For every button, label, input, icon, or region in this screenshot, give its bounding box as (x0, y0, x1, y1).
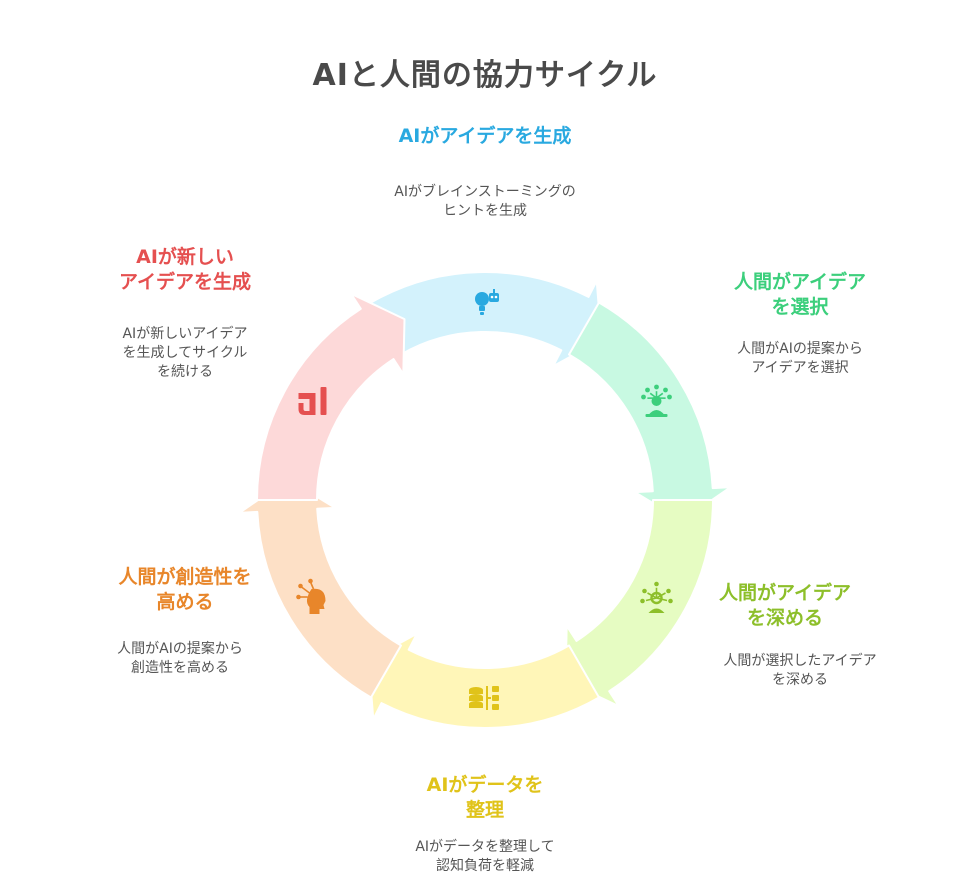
stage-title-ai-organize: AIがデータを 整理 (426, 774, 544, 821)
cycle-arrow-2 (564, 499, 714, 708)
person-network-icon (640, 581, 673, 613)
stage-title-ai-new-ideas: AIが新しい アイデアを生成 (118, 246, 252, 293)
head-creativity-icon (296, 578, 326, 614)
cycle-arrow-3 (367, 632, 600, 729)
cycle-arrow-1 (568, 301, 732, 522)
cycle-arrow-5 (256, 292, 406, 501)
page-title: AIと人間の協力サイクル (312, 58, 658, 93)
stage-desc-human-deepen: 人間が選択したアイデア を深める (723, 653, 877, 688)
cycle-arrow-0 (370, 271, 603, 368)
stage-desc-ai-organize: AIがデータを整理して 認知負荷を軽減 (415, 839, 555, 874)
person-ideas-icon (641, 384, 672, 417)
stage-title-human-select: 人間がアイデア を選択 (733, 271, 867, 318)
stage-desc-ai-new-ideas: AIが新しいアイデア を生成してサイクル を続ける (122, 326, 248, 380)
stage-title-human-deepen: 人間がアイデア を深める (718, 582, 852, 629)
cycle-arrow-4 (238, 478, 402, 699)
stage-desc-human-select: 人間がAIの提案から アイデアを選択 (737, 341, 863, 376)
stage-title-ai-generate: AIがアイデアを生成 (398, 125, 572, 147)
database-organize-icon (469, 686, 499, 710)
stage-desc-ai-generate: AIがブレインストーミングの ヒントを生成 (394, 184, 576, 219)
lightbulb-robot-icon (475, 289, 499, 315)
stage-title-human-creativity: 人間が創造性を 高める (118, 566, 252, 613)
ai-logo-icon (298, 387, 327, 415)
stage-desc-human-creativity: 人間がAIの提案から 創造性を高める (117, 641, 243, 676)
